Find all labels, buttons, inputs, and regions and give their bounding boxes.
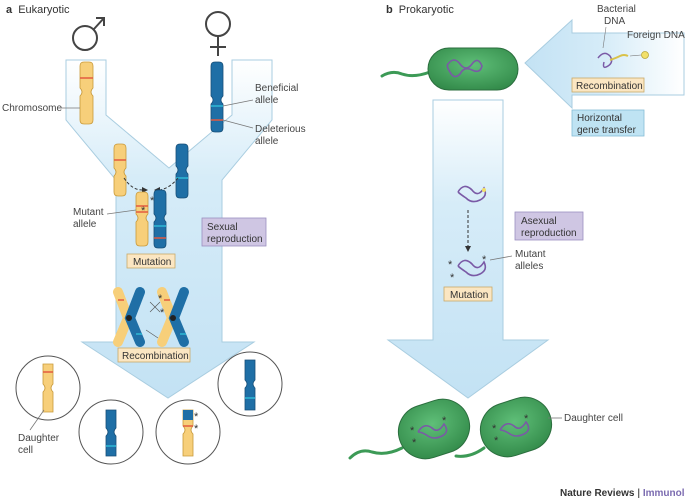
chromosome-blue-mid — [175, 143, 189, 199]
recombination-label-b: Recombination — [576, 81, 643, 92]
svg-text:*: * — [410, 425, 415, 437]
beneficial-allele-label-1: Beneficial — [255, 83, 298, 94]
recombination-box-a — [117, 347, 191, 363]
daughter-cell-label-1: Daughter — [18, 433, 60, 444]
mutated-dna-coil: * * * — [448, 254, 487, 284]
horizontal-gene-transfer-label-2: gene transfer — [577, 125, 637, 136]
mutant-alleles-label-1: Mutant — [515, 249, 546, 260]
asexual-reproduction-box — [514, 211, 584, 241]
daughter-cell-label-2: cell — [18, 445, 33, 456]
deleterious-allele-label-2: allele — [255, 136, 279, 147]
daughter-cell-3: * * — [155, 399, 221, 465]
sexual-reproduction-label-1: Sexual — [207, 222, 238, 233]
dna-coil — [457, 185, 487, 203]
bacterial-dna-label-2: DNA — [604, 16, 625, 27]
dashed-arrow-blue — [159, 177, 179, 191]
bacterium-top — [380, 47, 519, 91]
mutation-box-a — [126, 253, 176, 269]
svg-text:*: * — [448, 259, 453, 271]
recombination-box-b — [571, 77, 645, 93]
mutant-alleles-label-2: alleles — [515, 261, 543, 272]
chromosome-yellow-mid — [113, 143, 127, 197]
daughter-cell-1 — [15, 355, 81, 421]
daughter-cell-2 — [78, 399, 144, 465]
svg-text:*: * — [442, 415, 447, 427]
foreign-dna-label: Foreign DNA — [627, 30, 685, 41]
mutant-allele-label-2: allele — [73, 219, 97, 230]
panel-b-title: b Prokaryotic — [386, 4, 454, 16]
svg-text:*: * — [524, 413, 529, 425]
daughter-cell-label-b: Daughter cell — [564, 413, 623, 424]
chromosome-label: Chromosome — [2, 103, 62, 114]
svg-text:*: * — [494, 435, 499, 447]
footer-credit: Nature Reviews | Immunology — [560, 488, 685, 499]
beneficial-allele-label-2: allele — [255, 95, 279, 106]
mutant-allele-label-1: Mutant — [73, 207, 104, 218]
mutation-star-icon: * — [150, 195, 155, 207]
svg-text:*: * — [194, 423, 199, 435]
bacterial-dna-label-1: Bacterial — [597, 4, 636, 15]
asexual-reproduction-label-2: reproduction — [521, 228, 577, 239]
crossing-chromosomes — [113, 287, 189, 347]
parent-chromosome-yellow — [79, 61, 94, 125]
mutation-label-b: Mutation — [450, 290, 488, 301]
daughter-bacterium-1: * * * — [348, 398, 471, 460]
daughter-bacterium-2: * * * — [454, 396, 553, 458]
svg-text:*: * — [482, 254, 487, 266]
sexual-reproduction-box — [201, 217, 267, 247]
svg-text:*: * — [492, 423, 497, 435]
parent-chromosome-blue — [210, 61, 224, 133]
svg-text:*: * — [194, 411, 199, 423]
foreign-dna — [597, 51, 649, 69]
mutation-label-a: Mutation — [133, 257, 171, 268]
mutation-star-icon: * — [160, 307, 165, 319]
mutant-chromosome-blue — [153, 189, 167, 249]
daughter-cell-4 — [217, 351, 283, 417]
male-symbol-icon — [72, 17, 105, 51]
horizontal-gene-transfer-box — [571, 109, 645, 137]
female-symbol-icon — [205, 11, 231, 56]
sexual-reproduction-label-2: reproduction — [207, 234, 263, 245]
asexual-reproduction-label-1: Asexual — [521, 216, 557, 227]
svg-text:*: * — [412, 437, 417, 449]
horizontal-gene-transfer-label-1: Horizontal — [577, 113, 622, 124]
mutation-star-icon: * — [141, 205, 146, 217]
mutation-star-icon: * — [158, 293, 163, 305]
mutant-chromosome-yellow — [135, 191, 149, 247]
recombination-label-a: Recombination — [122, 351, 189, 362]
dashed-arrow-yellow — [123, 177, 143, 191]
svg-text:*: * — [450, 272, 455, 284]
panel-a-title: a Eukaryotic — [6, 4, 70, 16]
mutation-box-b — [443, 286, 493, 302]
deleterious-allele-label-1: Deleterious — [255, 124, 306, 135]
